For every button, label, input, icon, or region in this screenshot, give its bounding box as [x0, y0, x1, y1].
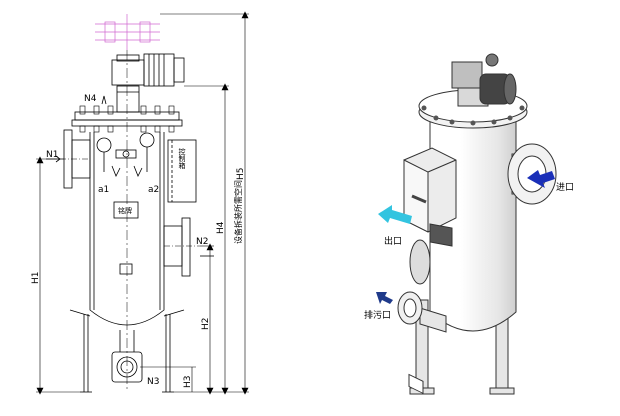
label-nameplate: 铭牌	[118, 206, 132, 215]
render-motor	[451, 53, 517, 107]
n1-inlet-flange	[60, 129, 91, 189]
inlet-arrow	[527, 170, 555, 188]
label-h3: H3	[183, 376, 193, 389]
label-a1: a1	[98, 185, 109, 195]
drawing-labels: N4 N1 a1 a2 N2 N3 H1 H2 H3 H4 H5 设备拆装所需空…	[31, 94, 246, 388]
control-box	[167, 139, 197, 203]
filter-render	[397, 53, 557, 395]
label-control-box: 控制箱	[178, 147, 186, 170]
dimension-h3	[140, 366, 196, 393]
top-cover	[71, 95, 183, 133]
label-outlet: 出口	[384, 235, 402, 247]
label-h2: H2	[201, 318, 211, 331]
outlet-arrow	[378, 205, 412, 224]
label-h4: H4	[216, 221, 226, 234]
label-n4: N4	[84, 94, 97, 104]
top-reference-lines	[95, 14, 160, 50]
sight-window	[119, 263, 133, 275]
render-drain-flange	[397, 291, 447, 333]
engineering-drawing	[36, 11, 249, 395]
motor-assembly	[111, 53, 185, 113]
support-legs	[69, 309, 185, 393]
n2-outlet-flange	[163, 217, 200, 277]
label-h5: H5	[236, 168, 246, 181]
flow-arrows	[376, 170, 555, 304]
dimension-h5	[160, 11, 249, 395]
label-inlet: 进口	[556, 182, 574, 193]
nameplate	[113, 201, 139, 219]
label-n3: N3	[147, 377, 159, 387]
drain-arrow	[376, 292, 393, 304]
dimension-h2	[200, 243, 214, 395]
dimension-h1	[36, 156, 80, 395]
dimension-h4	[184, 83, 229, 395]
render-inlet-flange	[507, 143, 557, 205]
vessel-body	[89, 132, 165, 326]
label-h1: H1	[31, 272, 41, 285]
render-control-box	[403, 147, 457, 395]
pressure-gauges	[96, 132, 155, 177]
render-outlet-flange	[409, 223, 453, 285]
label-a2: a2	[148, 185, 159, 195]
label-n1: N1	[46, 150, 58, 160]
n1-arrow	[46, 155, 61, 163]
render-bolts	[421, 105, 525, 126]
label-vertical-note: 设备拆装所需空间	[233, 180, 243, 244]
label-drain: 排污口	[364, 309, 391, 321]
label-n2: N2	[196, 237, 208, 247]
render-labels: 进口 出口 排污口	[364, 182, 574, 321]
